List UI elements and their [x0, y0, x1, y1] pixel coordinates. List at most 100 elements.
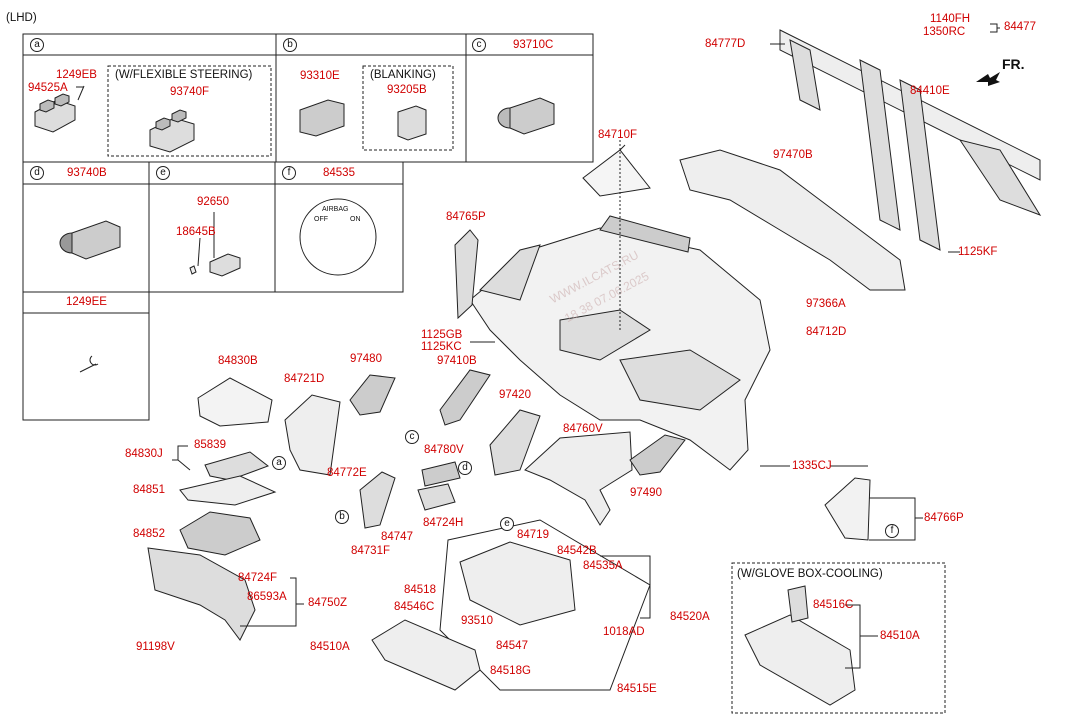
switch-93740B-drawing [59, 220, 121, 260]
box-g-frame [22, 291, 150, 421]
part-84515E[interactable]: 84515E [617, 683, 657, 695]
panel-84721D-drawing [284, 394, 341, 476]
part-84851[interactable]: 84851 [133, 484, 165, 496]
switch-93310E-drawing [299, 99, 345, 137]
part-97420[interactable]: 97420 [499, 389, 531, 401]
part-84777D[interactable]: 84777D [705, 38, 746, 50]
glovebox-cooling-frame [731, 562, 946, 714]
tube-84516C-drawing [787, 585, 809, 623]
part-93740B[interactable]: 93740B [67, 167, 107, 179]
part-1018AD[interactable]: 1018AD [603, 626, 645, 638]
part-84766P[interactable]: 84766P [924, 512, 964, 524]
garnish-84760V-drawing [524, 431, 633, 526]
part-84510A-cooling[interactable]: 84510A [880, 630, 920, 642]
part-84516C-cooling[interactable]: 84516C [813, 599, 854, 611]
vent-97420-drawing [489, 409, 541, 476]
part-84542B[interactable]: 84542B [557, 545, 597, 557]
part-97480[interactable]: 97480 [350, 353, 382, 365]
tray-84724H-drawing [417, 483, 456, 511]
part-1350RC[interactable]: 1350RC [923, 26, 966, 38]
part-91198V[interactable]: 91198V [136, 641, 175, 653]
airbag-label-disc [299, 198, 377, 276]
flexible-steering-frame [107, 65, 272, 157]
part-84780V[interactable]: 84780V [424, 444, 464, 456]
part-84750Z[interactable]: 84750Z [308, 597, 348, 609]
part-97410B[interactable]: 97410B [437, 355, 477, 367]
part-86593A[interactable]: 86593A [247, 591, 287, 603]
part-1249EB[interactable]: 1249EB [56, 69, 97, 81]
leader-18645B [197, 237, 201, 267]
box-e-circle: e [156, 166, 170, 180]
part-84410E[interactable]: 84410E [910, 85, 950, 97]
part-84765P[interactable]: 84765P [446, 211, 486, 223]
part-93310E[interactable]: 93310E [300, 70, 340, 82]
part-84518G[interactable]: 84518G [490, 665, 531, 677]
shroud-84851-drawing [179, 475, 277, 506]
part-84518[interactable]: 84518 [404, 584, 436, 596]
part-97366A[interactable]: 97366A [806, 298, 846, 310]
glovebox-cooling-note: (W/GLOVE BOX-COOLING) [737, 568, 883, 580]
screw-1249EB-drawing [76, 85, 85, 101]
forward-arrow-icon [976, 72, 1000, 86]
part-1140FH[interactable]: 1140FH [930, 13, 971, 25]
part-84724F[interactable]: 84724F [238, 572, 278, 584]
bulb-18645B-drawing [189, 265, 197, 275]
panel-84731F-drawing [359, 471, 396, 529]
part-84535[interactable]: 84535 [323, 167, 355, 179]
airbag-on-text: ON [350, 216, 361, 223]
part-1335CJ[interactable]: 1335CJ [792, 460, 832, 472]
part-93205B[interactable]: 93205B [387, 84, 427, 96]
callout-c: c [405, 430, 419, 444]
frame-84520A [439, 519, 651, 691]
part-84535A[interactable]: 84535A [583, 560, 623, 572]
part-97470B[interactable]: 97470B [773, 149, 813, 161]
part-85839[interactable]: 85839 [194, 439, 226, 451]
part-93510[interactable]: 93510 [461, 615, 493, 627]
part-94525A[interactable]: 94525A [28, 82, 68, 94]
part-84547[interactable]: 84547 [496, 640, 528, 652]
part-84830B[interactable]: 84830B [218, 355, 258, 367]
part-1125GB[interactable]: 1125GB [421, 329, 463, 341]
box-d-frame [22, 161, 150, 293]
part-84747[interactable]: 84747 [381, 531, 413, 543]
blanking-frame [362, 65, 454, 151]
screw-1249EE-drawing [79, 355, 99, 373]
box-f-circle: f [282, 166, 296, 180]
part-84772E[interactable]: 84772E [327, 467, 367, 479]
housing-84719-drawing [459, 541, 576, 626]
part-93710C[interactable]: 93710C [513, 39, 554, 51]
blank-93205B-drawing [397, 105, 427, 141]
part-84852[interactable]: 84852 [133, 528, 165, 540]
part-84724H[interactable]: 84724H [423, 517, 464, 529]
panel-84766P-drawing [824, 477, 871, 541]
part-93740F[interactable]: 93740F [170, 86, 210, 98]
part-84546C[interactable]: 84546C [394, 601, 435, 613]
part-84830J[interactable]: 84830J [125, 448, 163, 460]
box-a-circle: a [30, 38, 44, 52]
part-84731F[interactable]: 84731F [351, 545, 391, 557]
part-84712D[interactable]: 84712D [806, 326, 847, 338]
cover-84830B-drawing [197, 377, 273, 427]
panel-84780V-drawing [421, 461, 461, 487]
glovebox-84510A-drawing [371, 619, 481, 691]
part-84520A[interactable]: 84520A [670, 611, 710, 623]
part-1125KF[interactable]: 1125KF [958, 246, 998, 258]
part-84721D[interactable]: 84721D [284, 373, 325, 385]
part-97490[interactable]: 97490 [630, 487, 662, 499]
forward-direction-label: FR. [1002, 56, 1025, 72]
part-18645B[interactable]: 18645B [176, 226, 216, 238]
part-84710F[interactable]: 84710F [598, 129, 638, 141]
part-84719[interactable]: 84719 [517, 529, 549, 541]
part-1125KC[interactable]: 1125KC [421, 341, 462, 353]
part-92650[interactable]: 92650 [197, 196, 229, 208]
part-1249EE[interactable]: 1249EE [66, 296, 107, 308]
box-b-circle: b [283, 38, 297, 52]
callout-f: f [885, 524, 899, 538]
box-b-frame [275, 33, 467, 163]
part-84477[interactable]: 84477 [1004, 21, 1036, 33]
part-84510A[interactable]: 84510A [310, 641, 350, 653]
part-84760V[interactable]: 84760V [563, 423, 603, 435]
switch-93740F-drawing [149, 109, 195, 153]
